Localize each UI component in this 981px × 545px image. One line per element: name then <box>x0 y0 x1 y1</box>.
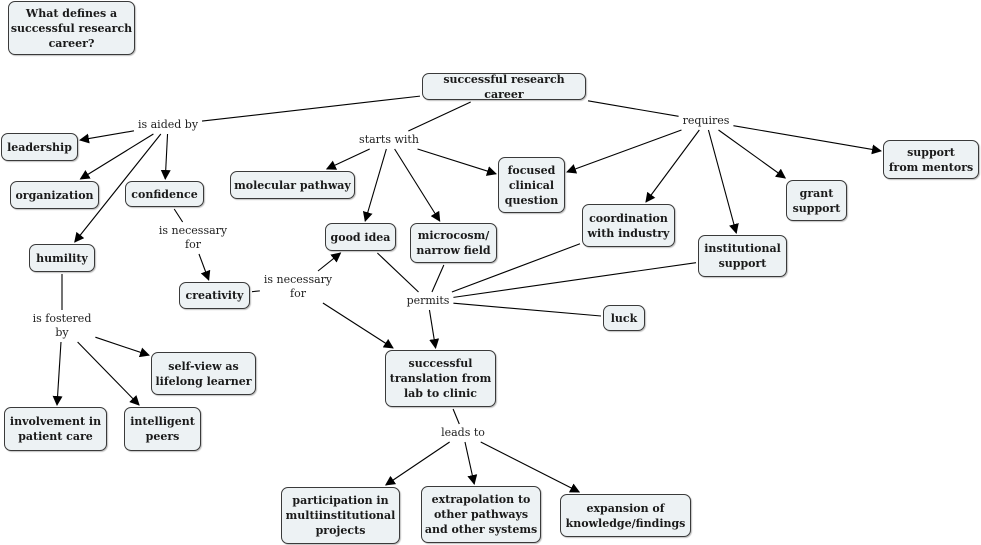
connection-microcosm-permits <box>431 264 445 293</box>
title-question-box[interactable]: What defines a successful research caree… <box>8 1 135 55</box>
connection-necessary2-goodidea <box>317 252 342 272</box>
connection-leads-participation <box>384 441 450 486</box>
connection-starts-molecular <box>325 148 370 170</box>
connection-requires-institutional <box>707 129 739 234</box>
connection-starts-focused <box>417 148 497 176</box>
connection-necessary2-translation <box>322 302 394 349</box>
connection-fostered-involvement <box>52 341 63 406</box>
link-is-fostered-by: is fostered by <box>30 312 94 340</box>
concept-involvement-patient-care[interactable]: involvement in patient care <box>4 407 107 451</box>
connection-aided-leadership <box>79 130 135 144</box>
connection-aided-humility <box>74 133 162 243</box>
connection-confidence-necessary1 <box>173 208 184 223</box>
concept-successful-translation[interactable]: successful translation from lab to clini… <box>385 350 496 407</box>
connection-starts-goodidea <box>362 148 387 222</box>
connection-luck-permits <box>453 302 602 317</box>
concept-self-view-lifelong-learner[interactable]: self-view as lifelong learner <box>151 352 256 395</box>
connection-goodidea-permits <box>376 252 419 293</box>
concept-expansion-knowledge[interactable]: expansion of knowledge/findings <box>560 494 691 537</box>
connection-necessary1-creativity <box>198 253 211 281</box>
connection-requires-focused <box>566 129 682 174</box>
concept-microcosm-narrow-field[interactable]: microcosm/ narrow field <box>410 223 497 263</box>
concept-humility[interactable]: humility <box>29 244 95 272</box>
connection-leads-expansion <box>480 441 581 493</box>
link-is-necessary-for-2: is necessary for <box>261 273 335 301</box>
link-starts-with: starts with <box>357 133 421 147</box>
connection-root-requires <box>587 100 679 117</box>
concept-institutional-support[interactable]: institutional support <box>698 235 787 277</box>
link-permits: permits <box>404 294 452 308</box>
concept-confidence[interactable]: confidence <box>125 181 204 207</box>
link-leads-to: leads to <box>439 426 487 440</box>
concept-focused-clinical-question[interactable]: focused clinical question <box>498 157 565 213</box>
connection-institutional-permits <box>453 262 697 298</box>
connection-fostered-selfview <box>95 336 150 358</box>
concept-good-idea[interactable]: good idea <box>325 223 396 251</box>
connection-root-starts <box>408 101 471 132</box>
concept-extrapolation[interactable]: extrapolation to other pathways and othe… <box>421 486 541 543</box>
connection-fostered-peers <box>77 341 140 406</box>
connection-requires-grant <box>718 129 787 179</box>
connection-translation-leads <box>452 408 460 425</box>
concept-molecular-pathway[interactable]: molecular pathway <box>230 171 355 199</box>
concept-coordination-with-industry[interactable]: coordination with industry <box>582 204 675 247</box>
connection-aided-confidence <box>160 133 171 180</box>
concept-grant-support[interactable]: grant support <box>786 180 847 221</box>
connection-permits-translation <box>428 309 440 349</box>
link-is-aided-by: is aided by <box>135 118 201 132</box>
concept-participation-multiinstitutional[interactable]: participation in multiinstitutional proj… <box>281 487 400 544</box>
connection-requires-mentors <box>733 125 882 155</box>
concept-leadership[interactable]: leadership <box>1 133 78 161</box>
concept-support-from-mentors[interactable]: support from mentors <box>883 140 979 179</box>
connection-root-aided <box>201 95 421 122</box>
connection-starts-microcosm <box>394 148 441 222</box>
connection-creativity-necessary2 <box>251 290 260 293</box>
connection-leads-extrapolation <box>464 441 478 485</box>
concept-successful-research-career[interactable]: successful research career <box>422 73 586 101</box>
connection-aided-organization <box>79 133 154 180</box>
link-requires: requires <box>680 114 732 128</box>
link-is-necessary-for-1: is necessary for <box>156 224 230 252</box>
connection-requires-coordination <box>645 129 700 203</box>
concept-creativity[interactable]: creativity <box>179 282 250 309</box>
concept-intelligent-peers[interactable]: intelligent peers <box>124 407 201 451</box>
connection-coordination-permits <box>451 243 581 293</box>
concept-organization[interactable]: organization <box>10 181 99 209</box>
concept-luck[interactable]: luck <box>603 305 645 331</box>
